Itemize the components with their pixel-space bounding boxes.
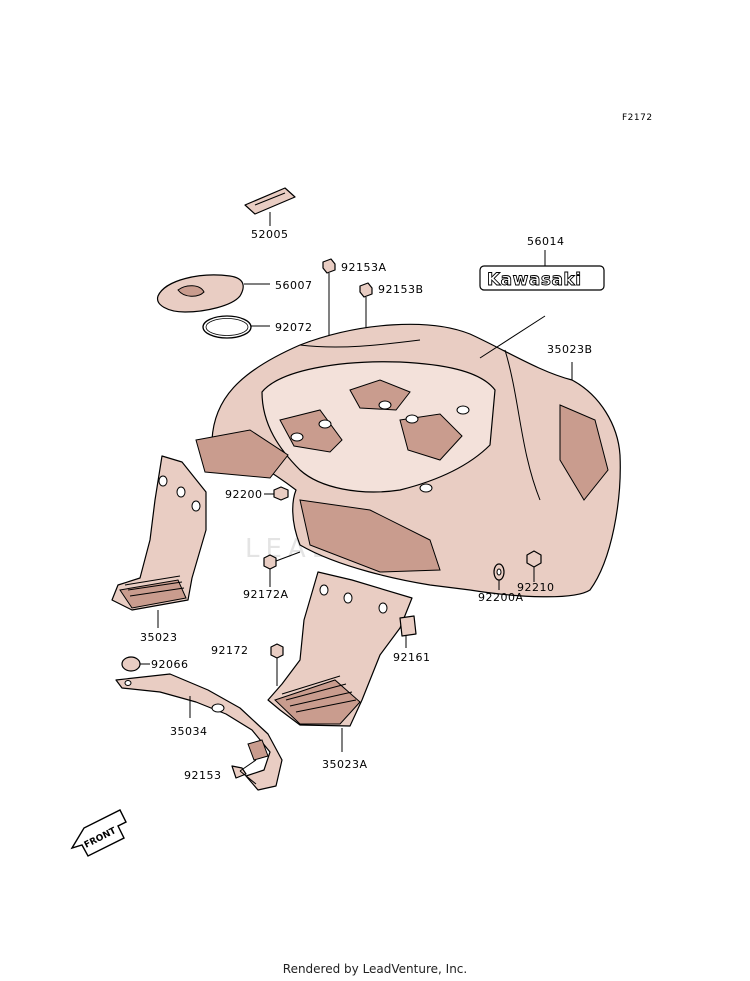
callout-56014[interactable]: 56014 <box>527 235 565 248</box>
part-35023B-rear-fender[interactable] <box>195 315 621 598</box>
part-92210-nut[interactable] <box>526 550 542 582</box>
callout-92200[interactable]: 92200 <box>225 488 263 501</box>
callout-52005[interactable]: 52005 <box>251 228 289 241</box>
callout-92153[interactable]: 92153 <box>184 769 222 782</box>
callout-35023A[interactable]: 35023A <box>322 758 368 771</box>
part-92172A-screw[interactable] <box>263 551 301 587</box>
callout-92072[interactable]: 92072 <box>275 321 313 334</box>
diagram-id: F2172 <box>622 113 653 123</box>
part-92161-pad[interactable] <box>399 615 417 648</box>
callout-92172[interactable]: 92172 <box>211 644 249 657</box>
callout-92172A[interactable]: 92172A <box>243 588 289 601</box>
callout-35034[interactable]: 35034 <box>170 725 208 738</box>
footer-credit: Rendered by LeadVenture, Inc. <box>282 962 468 976</box>
callout-35023[interactable]: 35023 <box>140 631 178 644</box>
part-52005-decal[interactable] <box>244 187 296 226</box>
part-92153-bolt[interactable] <box>231 759 257 785</box>
callout-92161[interactable]: 92161 <box>393 651 431 664</box>
callout-92066[interactable]: 92066 <box>151 658 189 671</box>
front-direction-arrow: FRONT <box>70 809 127 857</box>
part-92200-nut[interactable] <box>264 486 289 501</box>
callout-92210[interactable]: 92210 <box>517 581 555 594</box>
part-92072-band[interactable] <box>202 315 270 339</box>
part-56007-cover[interactable] <box>157 274 270 313</box>
part-92200A-washer[interactable] <box>493 563 505 590</box>
callout-35023B[interactable]: 35023B <box>547 343 593 356</box>
part-92066-cap[interactable] <box>121 656 150 672</box>
kawasaki-logo-text: Kawasaki <box>487 270 582 290</box>
part-35023-left-guard[interactable] <box>111 455 207 628</box>
part-56014-emblem[interactable]: Kawasaki <box>479 250 605 291</box>
part-92172-screw[interactable] <box>270 643 284 686</box>
part-35023A-right-guard[interactable] <box>267 571 413 752</box>
callout-56007[interactable]: 56007 <box>275 279 313 292</box>
callout-92153B[interactable]: 92153B <box>378 283 424 296</box>
callout-92153A[interactable]: 92153A <box>341 261 387 274</box>
callout-92200A[interactable]: 92200A <box>478 591 524 604</box>
